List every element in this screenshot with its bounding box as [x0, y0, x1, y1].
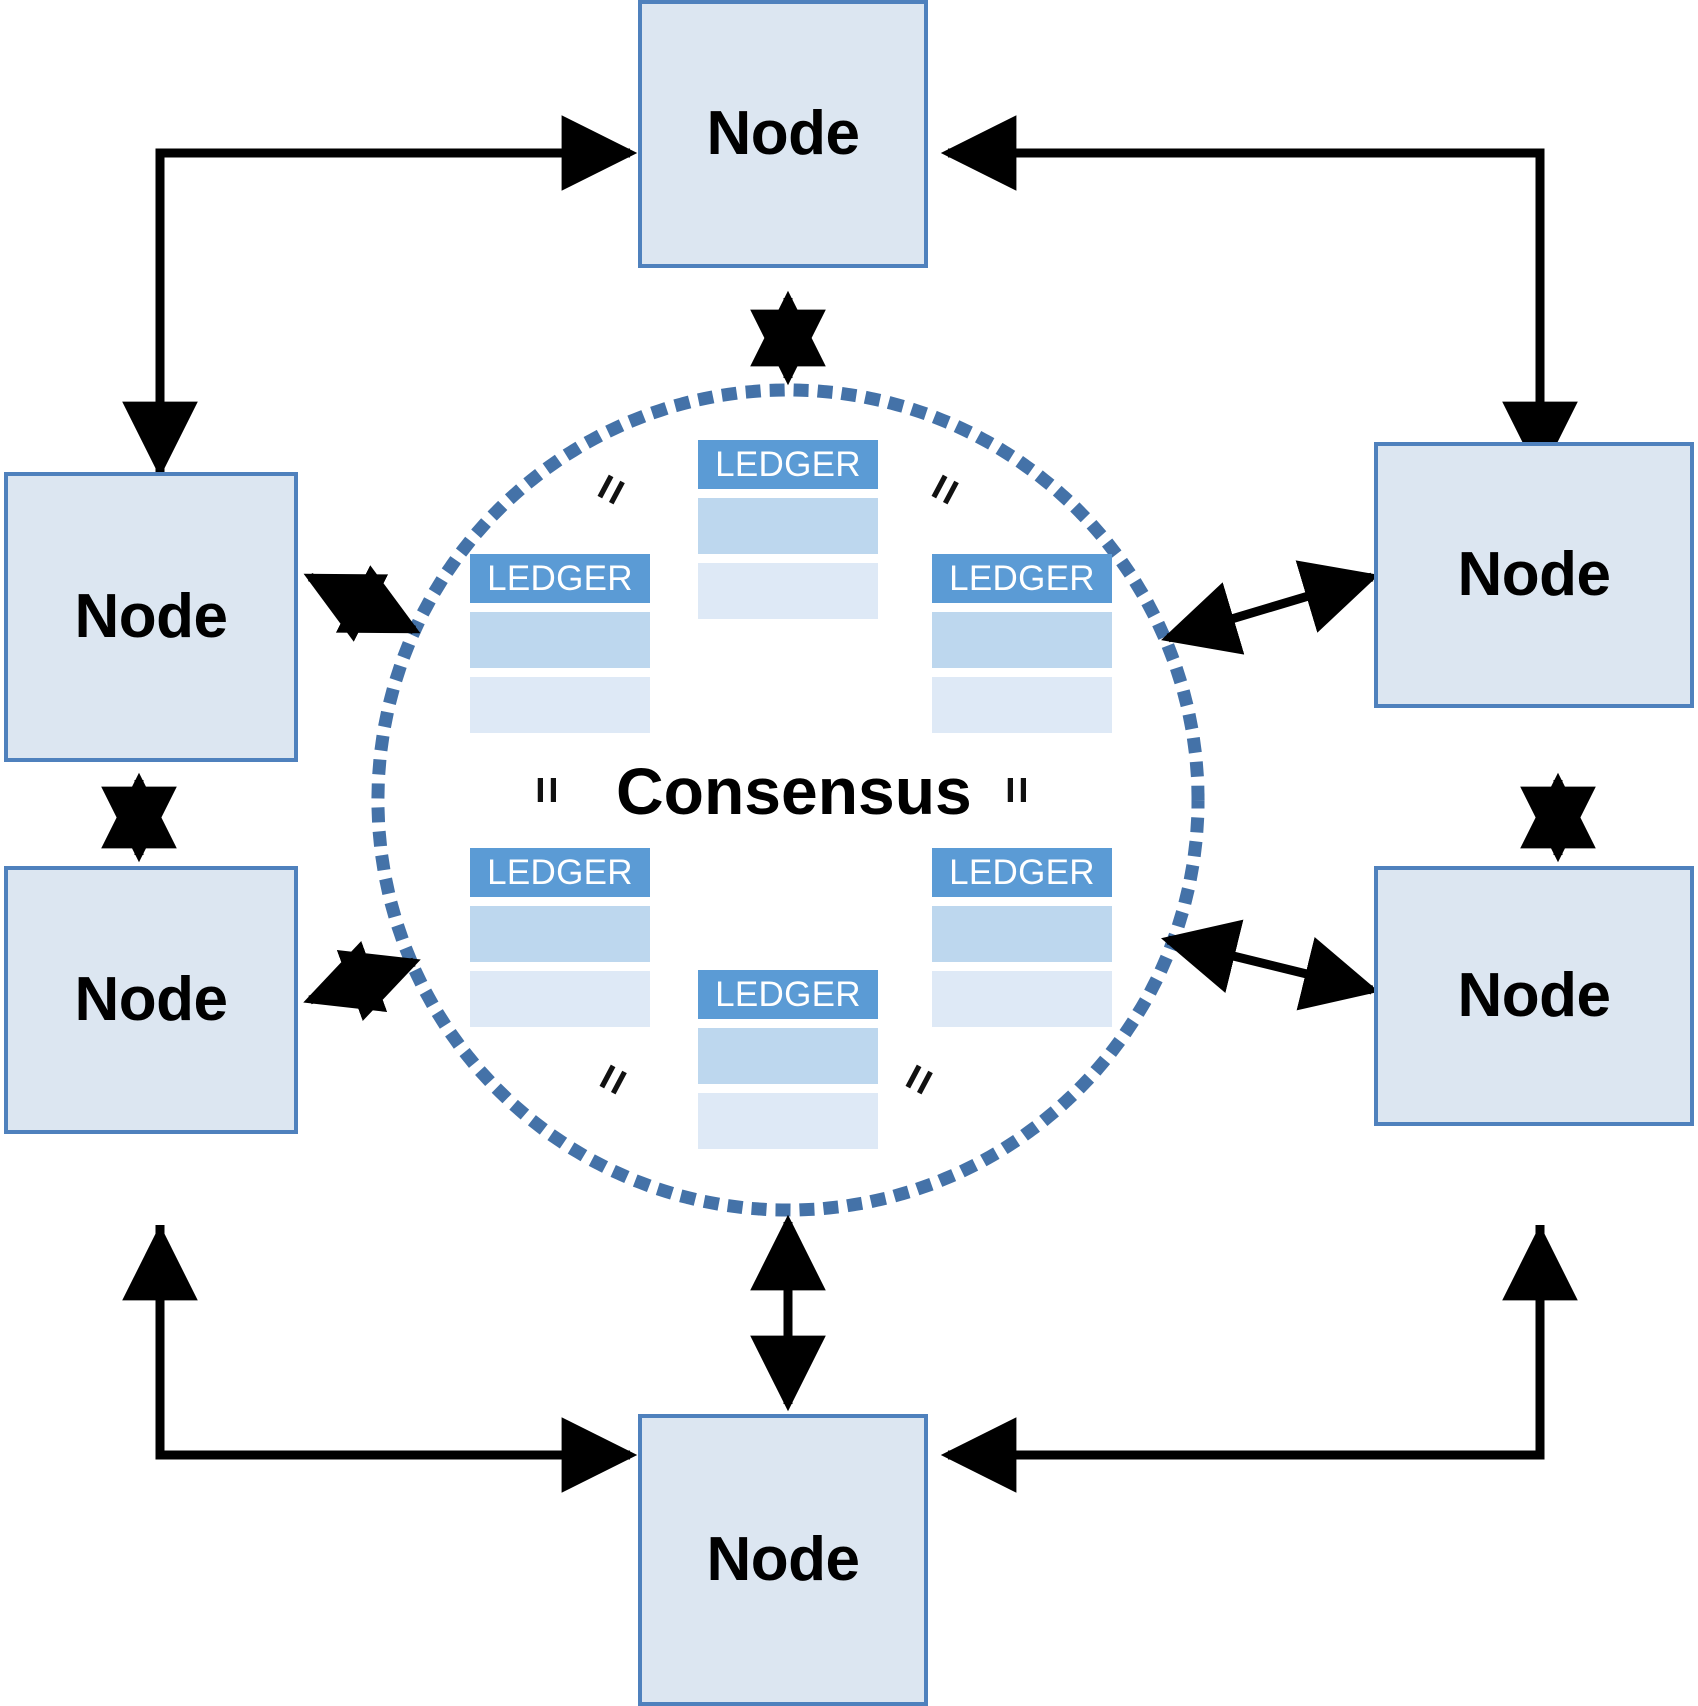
- connector-leftupper-consensus: [303, 565, 421, 642]
- ledger-upper-right-label: LEDGER: [949, 559, 1095, 598]
- ledger-upper-left-label: LEDGER: [487, 559, 633, 598]
- node-top[interactable]: Node: [638, 0, 928, 268]
- ledger-upper-right-header: LEDGER: [932, 554, 1112, 603]
- ledger-row-light: [470, 971, 650, 1027]
- node-right-lower[interactable]: Node: [1374, 866, 1694, 1126]
- ledger-upper-right: LEDGER: [932, 554, 1112, 733]
- ledger-row-medium: [932, 612, 1112, 668]
- equals-upper-left-icon: =: [581, 464, 642, 515]
- node-right-upper-label: Node: [1457, 540, 1612, 609]
- node-left-upper-label: Node: [74, 582, 229, 651]
- connector-leftupper-to-top: [155, 115, 638, 478]
- consensus-title: Consensus: [616, 754, 972, 828]
- ledger-bottom-center-header: LEDGER: [698, 970, 878, 1019]
- ledger-lower-left-header: LEDGER: [470, 848, 650, 897]
- ledger-lower-right: LEDGER: [932, 848, 1112, 1027]
- ledger-lower-left-label: LEDGER: [487, 853, 633, 892]
- ledger-top-center: LEDGER: [698, 440, 878, 619]
- ledger-row-light: [932, 677, 1112, 733]
- ledger-top-center-header: LEDGER: [698, 440, 878, 489]
- node-top-label: Node: [706, 99, 861, 168]
- ledger-row-light: [470, 677, 650, 733]
- ledger-lower-right-header: LEDGER: [932, 848, 1112, 897]
- connector-rightlower-consensus: [1161, 919, 1379, 1011]
- equals-lower-right-icon: =: [889, 1054, 950, 1105]
- node-bottom-label: Node: [706, 1525, 861, 1594]
- ledger-bottom-center-label: LEDGER: [715, 975, 861, 1014]
- equals-mid-left-icon: =: [521, 775, 575, 805]
- ledger-row-light: [698, 1093, 878, 1149]
- ledger-lower-right-label: LEDGER: [949, 853, 1095, 892]
- node-bottom[interactable]: Node: [638, 1414, 928, 1706]
- node-left-lower-label: Node: [74, 965, 229, 1034]
- connector-leftlower-consensus: [303, 941, 421, 1021]
- ledger-row-medium: [470, 906, 650, 962]
- ledger-row-medium: [698, 498, 878, 554]
- ledger-row-medium: [932, 906, 1112, 962]
- ledger-row-light: [698, 563, 878, 619]
- node-left-upper[interactable]: Node: [4, 472, 298, 762]
- node-right-upper[interactable]: Node: [1374, 442, 1694, 708]
- ledger-upper-left-header: LEDGER: [470, 554, 650, 603]
- equals-lower-left-icon: =: [583, 1054, 644, 1105]
- equals-upper-right-icon: =: [915, 464, 976, 515]
- connector-rightupper-consensus: [1161, 560, 1379, 655]
- connector-rightupper-to-top: [940, 115, 1545, 478]
- node-left-lower[interactable]: Node: [4, 866, 298, 1134]
- ledger-lower-left: LEDGER: [470, 848, 650, 1027]
- equals-mid-right-icon: =: [991, 775, 1045, 805]
- ledger-upper-left: LEDGER: [470, 554, 650, 733]
- ledger-row-light: [932, 971, 1112, 1027]
- ledger-top-center-label: LEDGER: [715, 445, 861, 484]
- ledger-row-medium: [470, 612, 650, 668]
- node-right-lower-label: Node: [1457, 961, 1612, 1030]
- ledger-row-medium: [698, 1028, 878, 1084]
- ledger-bottom-center: LEDGER: [698, 970, 878, 1149]
- connector-rightlower-to-bottom: [940, 1225, 1545, 1493]
- connector-leftlower-to-bottom: [155, 1225, 638, 1493]
